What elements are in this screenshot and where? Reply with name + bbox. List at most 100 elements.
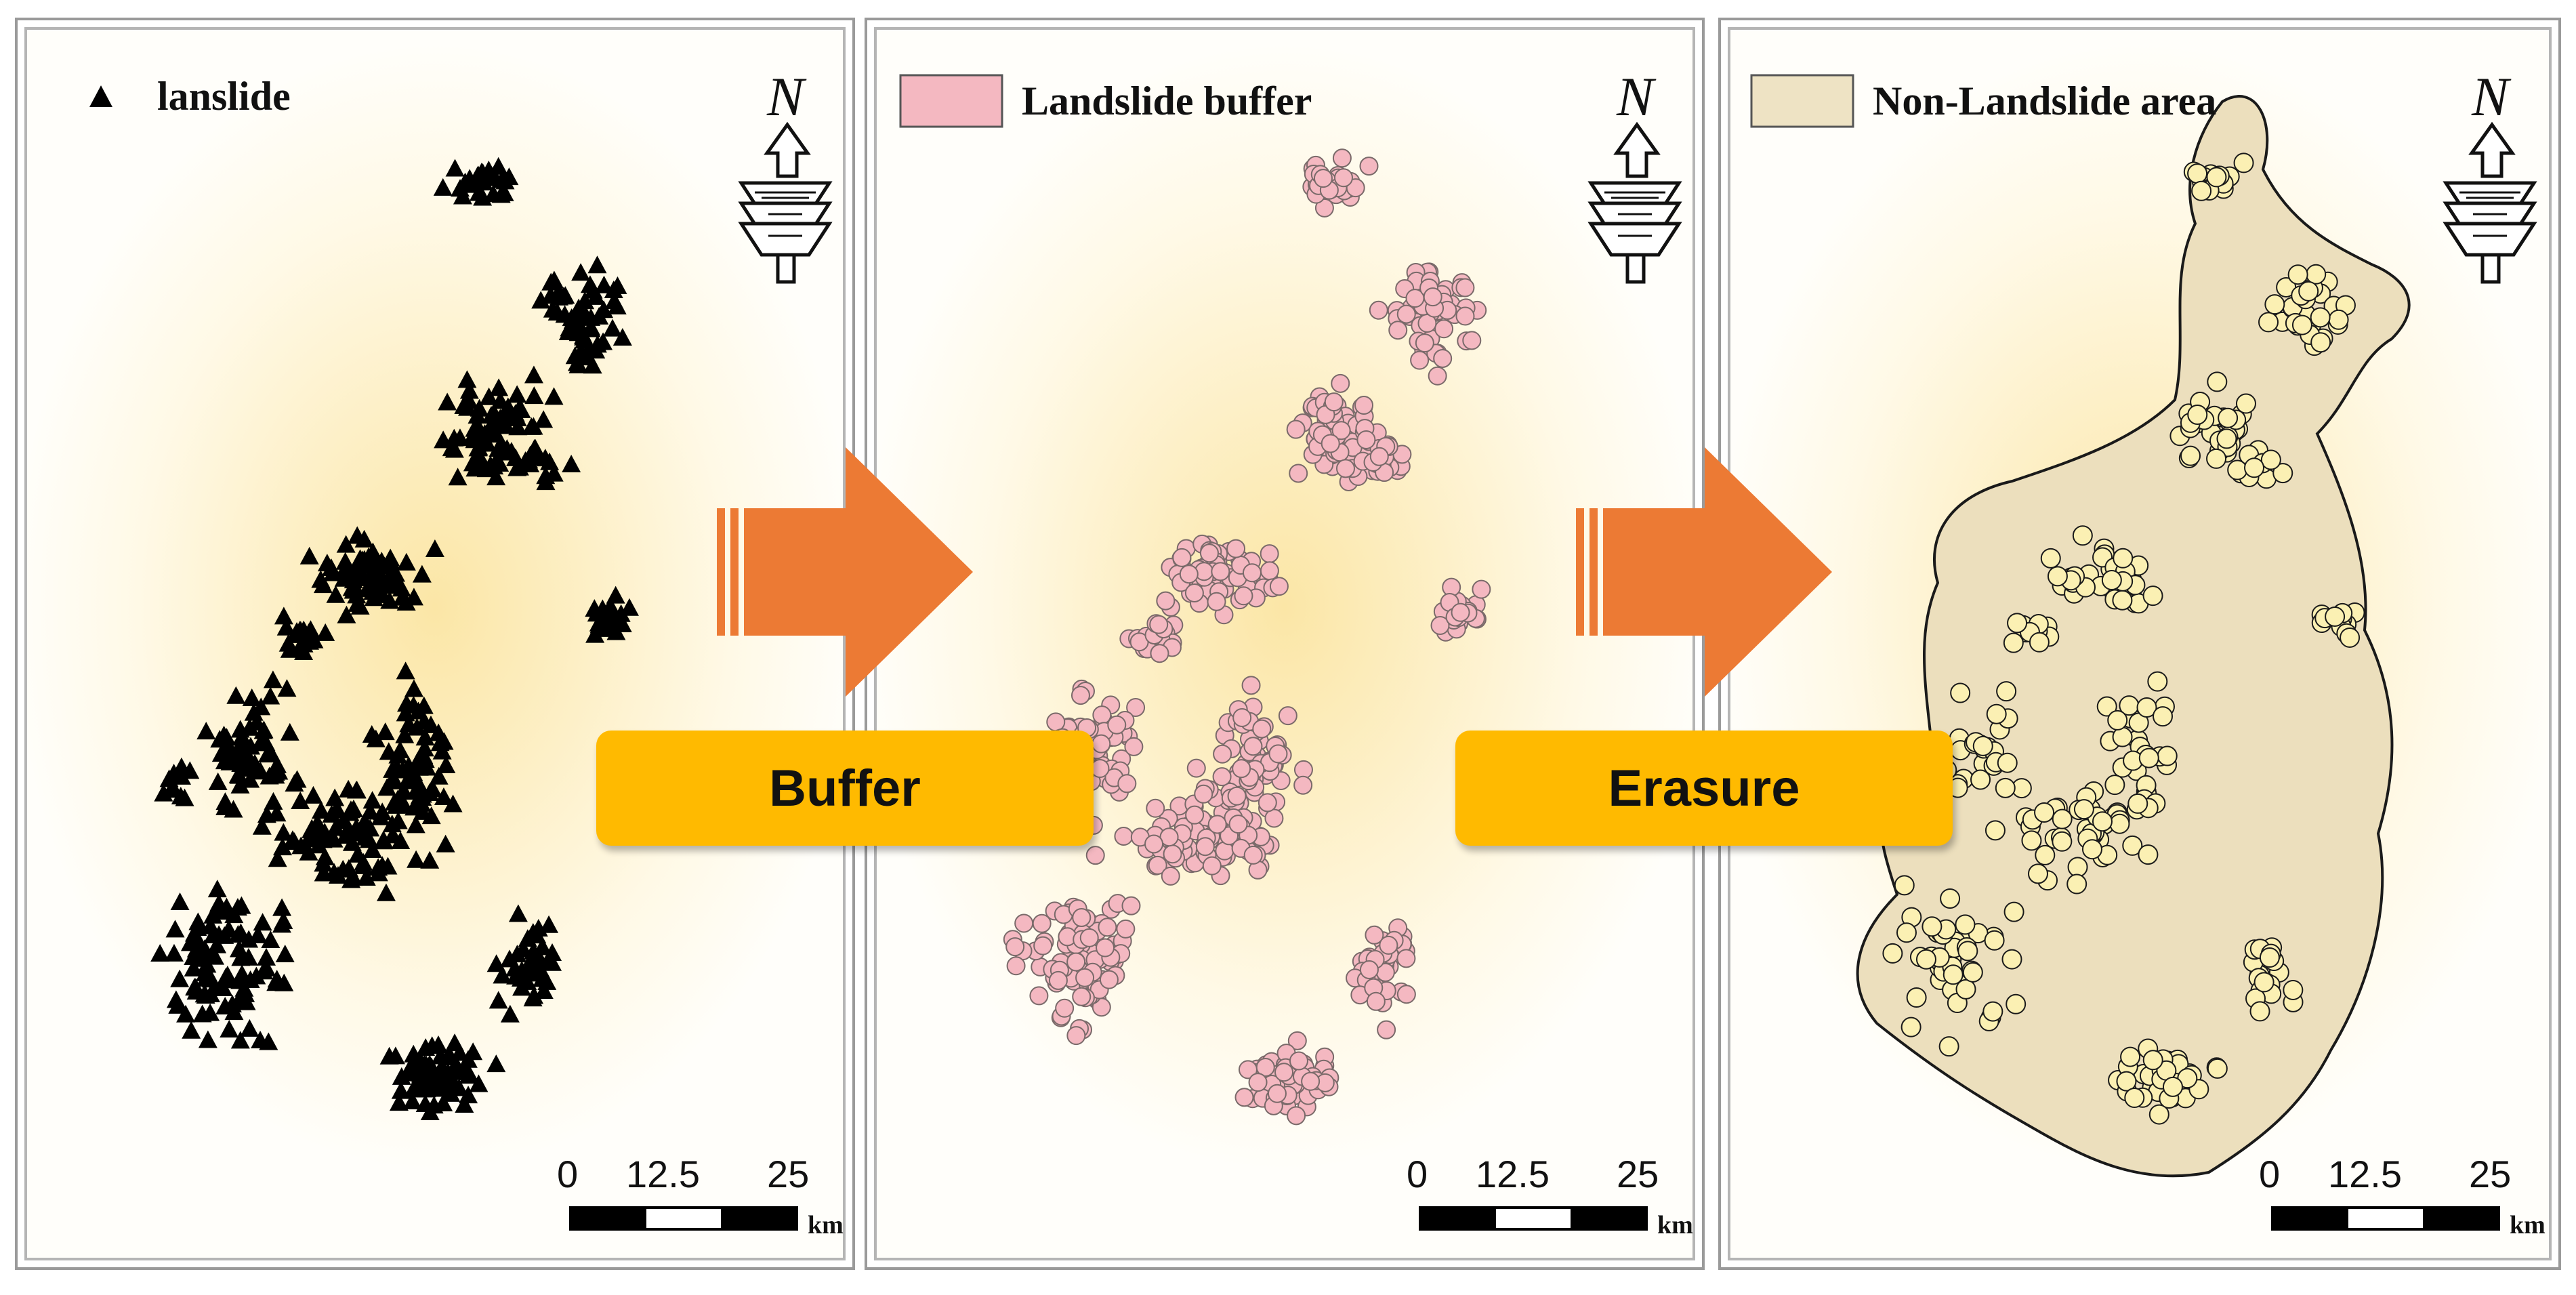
- buffer-circle-icon: [1228, 815, 1248, 834]
- buffer-circle-icon: [1260, 561, 1279, 581]
- landslide-point-icon: [196, 722, 216, 740]
- landslide-point-icon: [415, 739, 434, 757]
- buffer-circle-icon: [1331, 421, 1351, 440]
- landslide-point-icon: [412, 794, 432, 812]
- erased-buffer-hole-icon: [2021, 830, 2042, 851]
- landslide-point-icon: [470, 398, 489, 417]
- buffer-circle-icon: [1269, 577, 1289, 596]
- landslide-point-icon: [317, 554, 337, 572]
- buffer-circle-icon: [1388, 321, 1408, 340]
- landslide-point-icon: [500, 949, 520, 968]
- landslide-point-icon: [453, 186, 472, 205]
- erased-buffer-hole-icon: [2072, 525, 2093, 546]
- erased-buffer-hole-icon: [2027, 863, 2048, 884]
- landslide-point-icon: [400, 1059, 419, 1077]
- landslide-point-icon: [396, 552, 416, 571]
- buffer-circle-icon: [1248, 1073, 1268, 1092]
- landslide-point-icon: [526, 438, 545, 457]
- landslide-point-icon: [272, 915, 291, 933]
- landslide-point-icon: [257, 958, 276, 977]
- landslide-point-icon: [516, 454, 535, 472]
- buffer-circle-icon: [1455, 306, 1475, 326]
- erased-buffer-hole-icon: [2298, 281, 2319, 302]
- landslide-point-icon: [230, 775, 250, 794]
- landslide-point-icon: [541, 272, 561, 291]
- erased-buffer-hole-icon: [2034, 802, 2055, 823]
- buffer-circle-icon: [1032, 913, 1052, 933]
- landslide-point-icon: [362, 840, 382, 859]
- landslide-point-icon: [539, 949, 559, 968]
- buffer-circle-icon: [1163, 844, 1182, 864]
- buffer-circle-icon: [1423, 287, 1442, 307]
- erased-buffer-hole-icon: [2052, 808, 2073, 829]
- buffer-circle-icon: [1185, 805, 1205, 825]
- buffer-circle-icon: [1286, 419, 1306, 439]
- buffer-circle-icon: [1301, 1071, 1321, 1091]
- buffer-circle-icon: [1029, 986, 1049, 1006]
- buffer-circle-icon: [1212, 767, 1232, 787]
- erased-buffer-hole-icon: [2067, 857, 2088, 878]
- landslide-point-icon: [184, 958, 203, 977]
- north-arrow-icon: N: [1587, 66, 1682, 284]
- landslide-point-icon: [404, 1080, 423, 1098]
- landslide-point-icon: [164, 943, 184, 962]
- scale-unit: km: [2510, 1211, 2546, 1239]
- landslide-point-icon: [242, 688, 262, 707]
- erased-buffer-hole-icon: [1938, 1036, 1959, 1057]
- landslide-point-icon: [231, 948, 251, 966]
- buffer-circle-icon: [1107, 715, 1127, 735]
- landslide-point-icon: [325, 788, 345, 806]
- landslide-point-icon: [369, 858, 388, 876]
- non-landslide-area-layer: [1856, 95, 2411, 1178]
- landslide-point-icon: [198, 1030, 217, 1048]
- buffer-circle-icon: [1199, 543, 1219, 563]
- landslide-point-icon: [604, 291, 624, 310]
- buffer-circle-icon: [1234, 586, 1253, 606]
- landslide-point-icon: [257, 947, 276, 966]
- buffer-circle-icon: [1451, 602, 1470, 622]
- landslide-point-icon: [476, 459, 496, 478]
- landslide-point-icon: [354, 550, 374, 568]
- landslide-point-icon: [382, 771, 402, 789]
- scale-bar: 0 12.5 25 km: [557, 1152, 852, 1247]
- landslide-point-icon: [574, 326, 594, 344]
- erased-buffer-hole-icon: [2104, 775, 2125, 796]
- landslide-point-icon: [396, 593, 416, 611]
- erased-buffer-hole-icon: [1997, 752, 2018, 773]
- buffer-circle-icon: [1252, 719, 1272, 739]
- erased-buffer-hole-icon: [2096, 696, 2117, 717]
- buffer-circle-icon: [1324, 392, 1344, 412]
- erased-buffer-hole-icon: [2113, 548, 2134, 569]
- landslide-point-icon: [420, 850, 440, 869]
- landslide-point-icon: [207, 880, 227, 898]
- buffer-circle-icon: [1226, 539, 1246, 558]
- buffer-circle-icon: [1096, 938, 1115, 958]
- landslide-point-icon: [586, 287, 606, 305]
- erased-buffer-hole-icon: [2206, 448, 2227, 469]
- erased-buffer-hole-icon: [2227, 459, 2248, 480]
- erased-buffer-hole-icon: [2136, 697, 2157, 718]
- landslide-point-icon: [379, 1046, 399, 1065]
- erased-buffer-hole-icon: [2109, 813, 2130, 834]
- landslide-point-icon: [326, 585, 346, 603]
- buffer-circle-icon: [1033, 936, 1053, 955]
- landslide-point-icon: [581, 317, 601, 335]
- erased-buffer-hole-icon: [2081, 839, 2102, 860]
- landslide-point-icon: [415, 750, 435, 768]
- landslide-point-icon: [594, 275, 614, 293]
- landslide-point-icon: [449, 1078, 469, 1096]
- process-arrow-icon: [717, 447, 973, 697]
- landslide-point-icon: [168, 995, 188, 1014]
- landslide-point-icon: [528, 919, 548, 937]
- landslide-point-icon: [499, 167, 519, 186]
- erased-buffer-hole-icon: [2291, 314, 2312, 335]
- landslide-point-icon: [275, 944, 295, 962]
- erased-buffer-hole-icon: [2162, 1076, 2183, 1097]
- buffer-circle-icon: [1159, 827, 1179, 847]
- map-panel-buffer: Landslide buffer N 0 12.5 25 km: [865, 18, 1705, 1270]
- erased-buffer-hole-icon: [2112, 726, 2133, 747]
- landslide-point-icon: [406, 815, 425, 834]
- buffer-circle-icon: [1396, 949, 1416, 968]
- landslide-point-icon: [170, 892, 190, 911]
- landslide-point-icon: [254, 720, 274, 739]
